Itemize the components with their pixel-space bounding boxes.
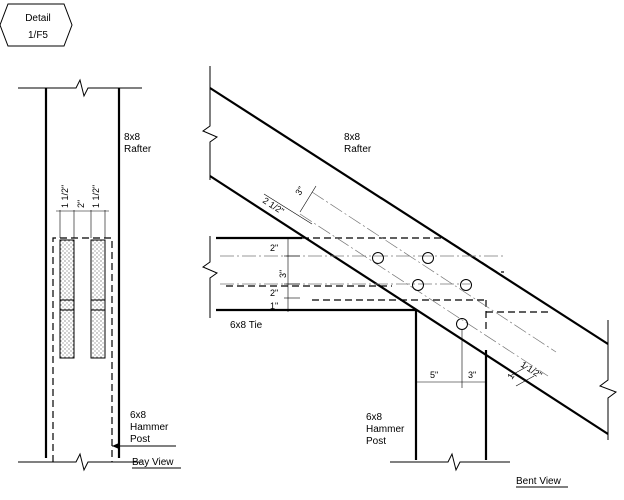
bent-dim-2-bottom: 2" [270, 288, 278, 298]
bay-dim-3: 1 1/2" [91, 185, 101, 208]
peg-hole-3 [412, 279, 424, 291]
bent-rafter-name: Rafter [344, 144, 372, 155]
peg-hole-2 [422, 252, 434, 264]
bent-rafter-break-line [201, 66, 219, 180]
bay-view: 1 1/2" 2" 1 1/2" 8x8 Rafter 6x8 Hammer P… [18, 78, 181, 472]
bent-dim-5: 5" [430, 370, 438, 380]
bay-top-break-line [18, 78, 142, 98]
bay-dim-1: 1 1/2" [60, 185, 70, 208]
bent-view: 2" 3" 2" 1" 2 1/2" 3" 1 1 1/2" 5" 3" 8x8… [201, 66, 618, 488]
bay-view-title: Bay View [132, 457, 174, 468]
detail-hexagon [0, 3, 73, 47]
bay-dim-2: 2" [76, 200, 86, 208]
bay-post-size: 6x8 [130, 410, 147, 421]
bent-view-title: Bent View [516, 476, 562, 487]
detail-tag: Detail 1/F5 [0, 3, 73, 47]
bent-post-size: 6x8 [366, 412, 383, 423]
bent-rafter-end-break [598, 320, 618, 440]
bent-tie-label: 6x8 Tie [230, 320, 263, 331]
bay-tenon-right [90, 239, 106, 359]
detail-tag-line1: Detail [25, 13, 51, 24]
bay-post-name2: Post [130, 434, 150, 445]
bent-dim-diag-top: 2 1/2" [261, 195, 286, 216]
bent-post-name2: Post [366, 436, 386, 447]
bent-dim-diag-end-a: 1 [505, 371, 516, 381]
bent-rafter-top-edge [209, 87, 609, 345]
peg-hole-4 [460, 279, 472, 291]
bent-dim-3-bottom: 3" [468, 370, 476, 380]
bent-rafter-size: 8x8 [344, 132, 361, 143]
peg-hole-5 [456, 318, 468, 330]
bay-bottom-break-line [18, 452, 142, 472]
bay-rafter-size: 8x8 [124, 132, 141, 143]
bay-post-name1: Hammer [130, 422, 169, 433]
bay-hammer-post-hidden [52, 237, 113, 462]
bent-rafter-bottom-edge [209, 175, 609, 435]
bent-dim-diag-peg: 3" [293, 185, 306, 197]
detail-tag-line2: 1/F5 [28, 30, 48, 41]
bent-tie-tenon-hidden [302, 237, 504, 273]
bent-tie-break-line [201, 236, 219, 318]
bent-dim-2-top: 2" [270, 243, 278, 253]
bay-rafter-name: Rafter [124, 144, 152, 155]
bent-post-name1: Hammer [366, 424, 405, 435]
bent-dim-1: 1" [270, 301, 278, 311]
bent-dim-3: 3" [278, 270, 288, 278]
peg-hole-1 [372, 252, 384, 264]
bay-tenon-left [59, 239, 75, 359]
bent-post-break-line [390, 452, 510, 472]
